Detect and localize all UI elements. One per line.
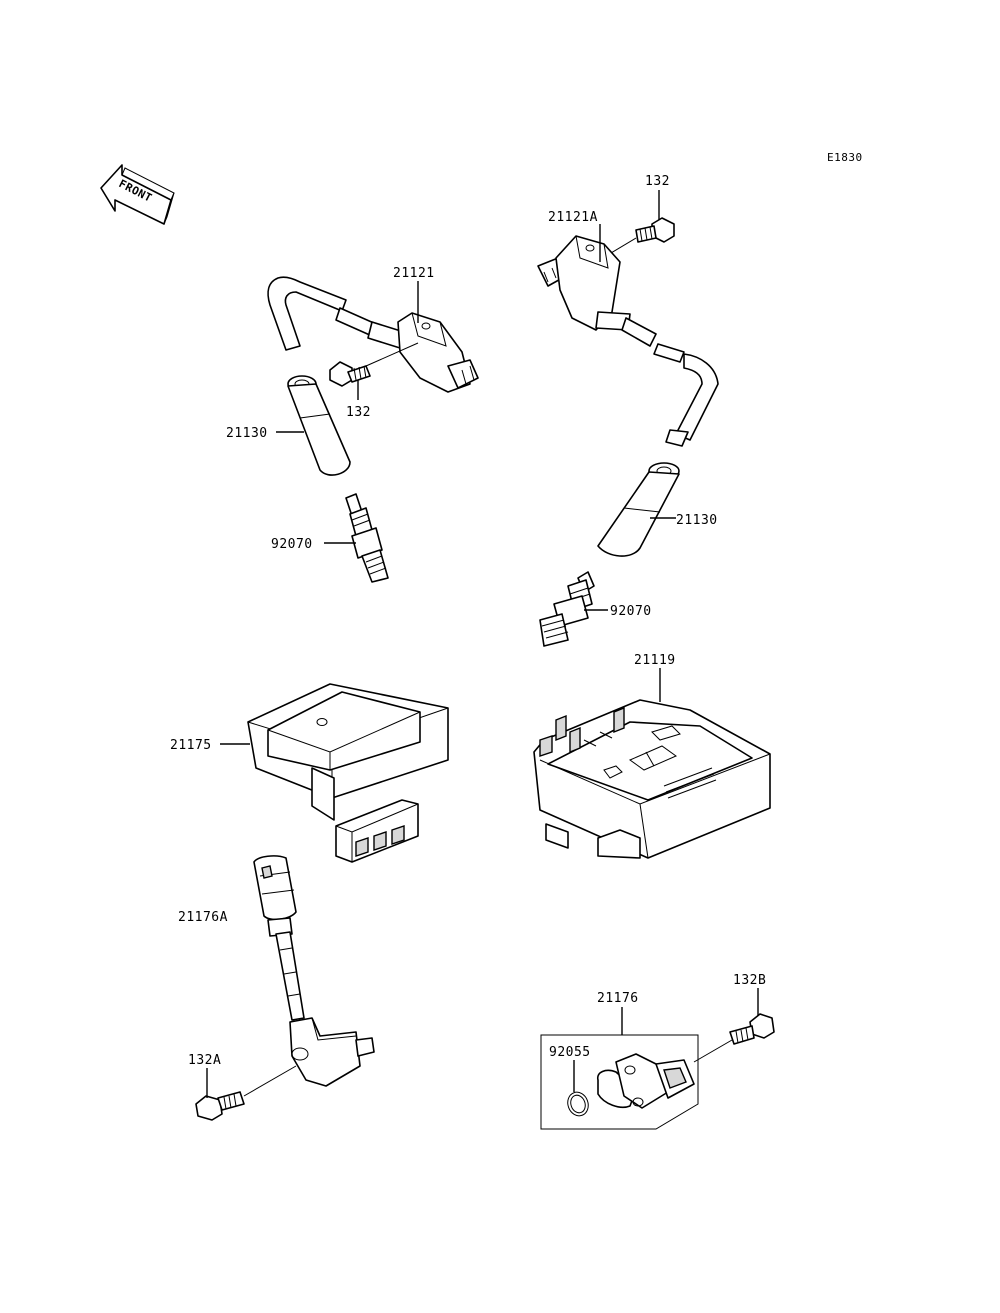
label-92070-right: 92070 [610,604,652,619]
bolt-132B [729,1013,775,1045]
label-92070-left: 92070 [271,537,313,552]
ignition-coil-right [537,235,719,447]
front-arrow-icon: FRONT [100,164,175,225]
label-21176A: 21176A [178,910,228,925]
label-132A: 132A [188,1053,221,1068]
module-21175 [247,683,449,863]
label-132B: 132B [733,973,766,988]
label-21176: 21176 [597,991,639,1006]
oring-92055 [567,1091,589,1117]
label-21121A: 21121A [548,210,598,225]
label-21130-right: 21130 [676,513,718,528]
label-132-left: 132 [346,405,371,420]
label-21119: 21119 [634,653,676,668]
diagram-code: E1830 [827,151,863,164]
sensor-21176A [253,855,375,1087]
sensor-21176-box [540,1034,699,1130]
label-92055: 92055 [549,1045,591,1060]
bolt-132-left [329,361,371,387]
bolt-132A [195,1091,245,1121]
sensor-21176 [596,1053,695,1109]
label-21175: 21175 [170,738,212,753]
label-21130-left: 21130 [226,426,268,441]
spark-plug-right [539,571,595,647]
spark-plug-left [345,493,389,583]
ignition-coil-left [267,276,479,393]
label-132-right: 132 [645,174,670,189]
label-21121: 21121 [393,266,435,281]
bolt-132-right [635,217,675,243]
plug-cap-right [597,462,680,557]
ecu-21119 [533,699,771,859]
plug-cap-left [287,375,351,476]
